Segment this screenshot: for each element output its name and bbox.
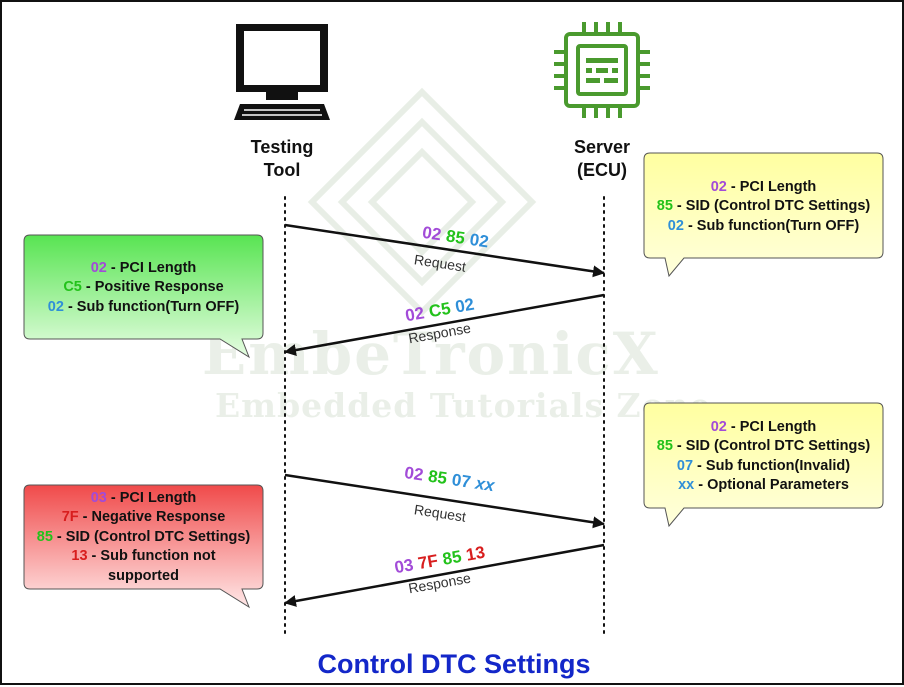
message-byte: 02: [421, 222, 443, 245]
note-segment: supported: [108, 567, 179, 584]
note-line: 02 - PCI Length: [24, 259, 263, 278]
note-segment: 02: [710, 419, 727, 435]
note-line: 85 - SID (Control DTC Settings): [644, 197, 883, 216]
note-segment: 02: [47, 298, 64, 315]
note-segment: 03: [90, 490, 107, 506]
message-byte: C5: [427, 298, 453, 322]
note-segment: - PCI Length: [726, 419, 817, 435]
note-line: 7F - Negative Response: [24, 508, 263, 527]
message-byte: 85: [444, 226, 467, 248]
note-segment: - Optional Parameters: [694, 477, 849, 494]
watermark-brand: EmbeTronicX: [202, 320, 660, 388]
note-segment: 85: [36, 528, 53, 545]
message-byte: 07: [450, 470, 473, 492]
note-segment: - SID (Control DTC Settings): [52, 528, 251, 545]
note-segment: 02: [710, 179, 727, 195]
watermark-logo: [307, 87, 537, 317]
note-line: 07 - Sub function(Invalid): [644, 457, 883, 476]
note-line: supported: [24, 567, 263, 586]
note-segment: 85: [656, 438, 673, 455]
message-byte: 02: [403, 463, 425, 485]
note-segment: - PCI Length: [106, 260, 197, 276]
note-segment: 85: [656, 198, 673, 215]
request-1-arrow: [284, 223, 605, 278]
note-segment: - SID (Control DTC Settings): [672, 198, 871, 215]
message-byte: 85: [441, 546, 463, 569]
note-segment: C5: [63, 279, 82, 296]
note-line: 85 - SID (Control DTC Settings): [24, 528, 263, 547]
note-segment: - Sub function(Invalid): [693, 457, 851, 474]
tester-label: Testing Tool: [227, 136, 337, 182]
note-line: 13 - Sub function not: [24, 547, 263, 566]
message-byte: xx: [474, 473, 496, 496]
note-line: 02 - Sub function(Turn OFF): [644, 217, 883, 236]
note-line: 85 - SID (Control DTC Settings): [644, 437, 883, 456]
note-segment: - Sub function(Turn OFF): [63, 298, 240, 315]
note-segment: - Sub function(Turn OFF): [683, 217, 860, 234]
note-line: 02 - PCI Length: [644, 418, 883, 437]
computer-monitor-icon: [234, 24, 330, 120]
note-segment: - Negative Response: [78, 509, 226, 526]
note-segment: - Sub function not: [87, 548, 216, 565]
watermark-tagline: Embedded Tutorials Zone: [215, 386, 712, 425]
note-segment: - Positive Response: [81, 279, 224, 296]
note-line: 03 - PCI Length: [24, 489, 263, 508]
message-byte: 85: [426, 466, 449, 489]
message-byte: 13: [464, 542, 487, 565]
tester-label-line1: Testing: [250, 137, 314, 157]
note-line: 02 - Sub function(Turn OFF): [24, 298, 263, 317]
note-segment: 02: [667, 217, 684, 234]
message-byte: 02: [453, 294, 476, 317]
message-byte: 02: [403, 303, 426, 326]
server-label: Server (ECU): [547, 136, 657, 182]
note-segment: - PCI Length: [726, 179, 817, 195]
request-2-arrow: [284, 473, 605, 529]
response-2-arrow: [284, 543, 605, 607]
microchip-icon: [554, 22, 650, 118]
note-segment: xx: [678, 477, 695, 494]
note-line: 02 - PCI Length: [644, 178, 883, 197]
message-byte: 7F: [416, 550, 440, 574]
server-label-line1: Server: [573, 137, 631, 157]
note-line: xx - Optional Parameters: [644, 476, 883, 495]
diagram-title: Control DTC Settings: [317, 649, 591, 679]
note-segment: 07: [676, 457, 694, 474]
note-segment: - PCI Length: [106, 490, 197, 506]
message-byte: 03: [392, 555, 415, 578]
server-label-line2: (ECU): [577, 160, 627, 180]
note-segment: 13: [71, 548, 88, 565]
note-segment: 02: [90, 260, 107, 276]
note-segment: - SID (Control DTC Settings): [672, 438, 871, 455]
tester-label-line2: Tool: [263, 160, 301, 180]
response-1-arrow: [284, 293, 605, 356]
note-segment: 7F: [61, 509, 79, 526]
message-byte: 02: [468, 229, 490, 252]
note-line: C5 - Positive Response: [24, 278, 263, 297]
